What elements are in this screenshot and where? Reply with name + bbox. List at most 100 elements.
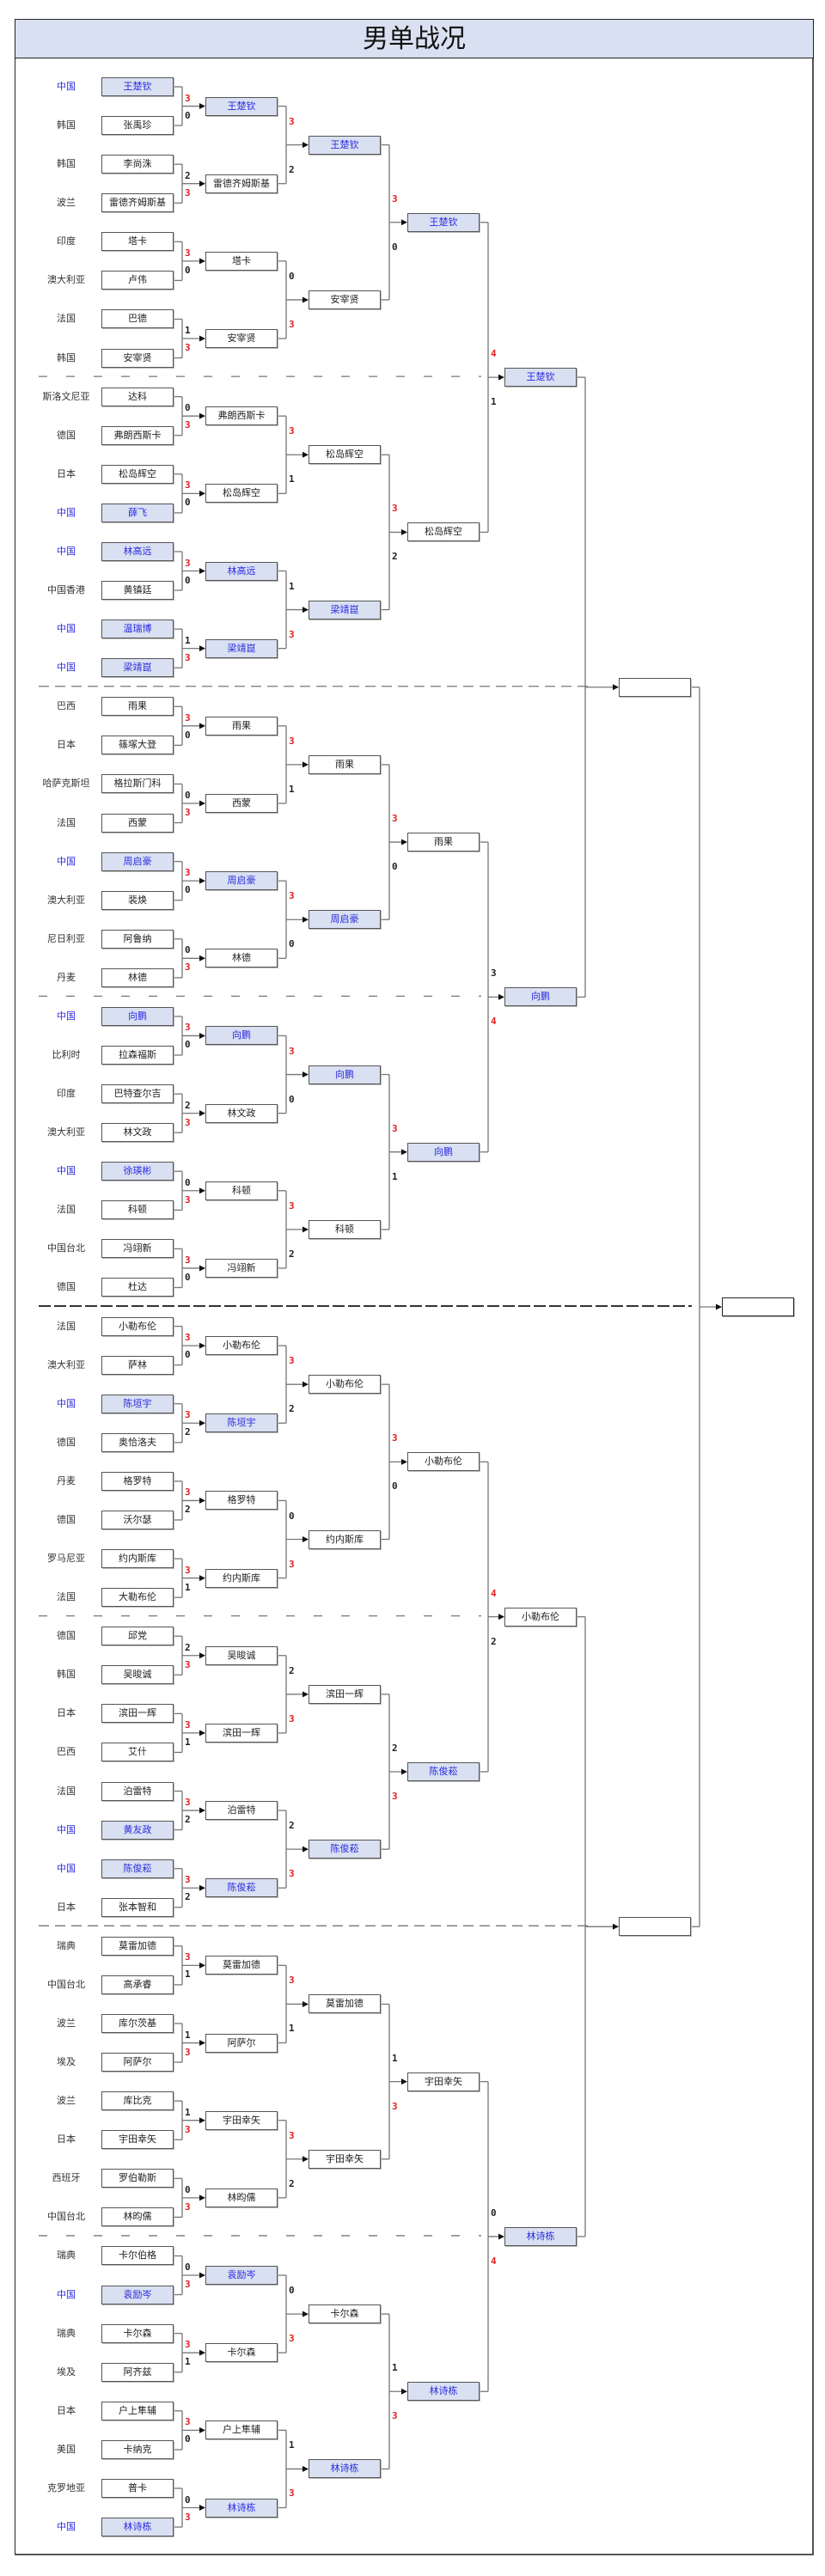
advance-box[interactable]: 周启豪	[205, 871, 278, 891]
advance-box[interactable]: 宇田幸矢	[407, 2072, 480, 2091]
player-box[interactable]: 王楚钦	[101, 77, 174, 96]
advance-box[interactable]: 约内斯库	[309, 1529, 381, 1549]
advance-box[interactable]: 王楚钦	[309, 135, 381, 155]
player-box[interactable]: 雨果	[101, 697, 174, 717]
player-box[interactable]: 罗伯勒斯	[101, 2169, 174, 2188]
advance-box[interactable]: 梁靖崑	[205, 638, 278, 658]
player-box[interactable]: 张本智和	[101, 1897, 174, 1917]
player-box[interactable]: 薛飞	[101, 503, 174, 522]
advance-box[interactable]: 向鹏	[407, 1142, 480, 1162]
advance-box[interactable]: 林诗栋	[205, 2498, 278, 2518]
player-box[interactable]: 格罗特	[101, 1471, 174, 1491]
advance-box[interactable]: 弗朗西斯卡	[205, 406, 278, 426]
player-box[interactable]: 宇田幸矢	[101, 2130, 174, 2150]
player-box[interactable]: 李尚洙	[101, 155, 174, 174]
player-box[interactable]: 裴焕	[101, 890, 174, 910]
player-box[interactable]: 陈俊菘	[101, 1859, 174, 1878]
player-box[interactable]: 滨田一辉	[101, 1704, 174, 1724]
advance-box[interactable]: 向鹏	[205, 1026, 278, 1046]
advance-box[interactable]: 小勒布伦	[205, 1336, 278, 1356]
advance-box[interactable]: 莫雷加德	[309, 1994, 381, 2014]
player-box[interactable]: 小勒布伦	[101, 1316, 174, 1336]
player-box[interactable]: 科顿	[101, 1200, 174, 1220]
advance-box[interactable]: 王楚钦	[504, 368, 577, 388]
advance-box[interactable]: 松岛辉空	[407, 522, 480, 542]
player-box[interactable]: 周启豪	[101, 852, 174, 871]
advance-box[interactable]: 阿萨尔	[205, 2033, 278, 2053]
advance-box[interactable]: 格罗特	[205, 1491, 278, 1511]
advance-box[interactable]: 雨果	[205, 716, 278, 736]
advance-box[interactable]: 陈俊菘	[407, 1761, 480, 1781]
advance-box[interactable]: 林德	[205, 949, 278, 968]
advance-box[interactable]: 安宰贤	[309, 290, 381, 309]
player-box[interactable]: 库尔茨基	[101, 2014, 174, 2033]
advance-box[interactable]: 塔卡	[205, 251, 278, 271]
player-box[interactable]: 奥恰洛夫	[101, 1432, 174, 1452]
player-box[interactable]: 阿鲁纳	[101, 929, 174, 949]
player-box[interactable]: 弗朗西斯卡	[101, 425, 174, 445]
advance-box[interactable]: 冯翊新	[205, 1258, 278, 1278]
player-box[interactable]: 高承睿	[101, 1975, 174, 1994]
advance-box[interactable]: 陈俊菘	[205, 1878, 278, 1898]
advance-box[interactable]: 雨果	[407, 833, 480, 852]
player-box[interactable]: 陈垣宇	[101, 1394, 174, 1413]
advance-box[interactable]: 户上隼辅	[205, 2420, 278, 2440]
player-box[interactable]: 向鹏	[101, 1006, 174, 1026]
player-box[interactable]: 库比克	[101, 2091, 174, 2111]
advance-box[interactable]: 卡尔森	[309, 2304, 381, 2324]
player-box[interactable]: 杜达	[101, 1278, 174, 1297]
player-box[interactable]: 松岛辉空	[101, 464, 174, 484]
advance-box[interactable]: 滨田一辉	[309, 1684, 381, 1704]
advance-box[interactable]: 宇田幸矢	[309, 2149, 381, 2169]
player-box[interactable]: 沃尔瑟	[101, 1510, 174, 1529]
player-box[interactable]: 莫雷加德	[101, 1936, 174, 1956]
player-box[interactable]: 林昀儒	[101, 2207, 174, 2227]
advance-box[interactable]: 安宰贤	[205, 329, 278, 349]
player-box[interactable]: 梁靖崑	[101, 658, 174, 678]
player-box[interactable]: 大勒布伦	[101, 1588, 174, 1608]
player-box[interactable]: 黄友政	[101, 1820, 174, 1840]
advance-box[interactable]: 科顿	[309, 1219, 381, 1239]
advance-box[interactable]: 松岛辉空	[309, 445, 381, 465]
advance-box[interactable]: 泊雷特	[205, 1801, 278, 1821]
advance-box[interactable]: 梁靖崑	[309, 600, 381, 620]
advance-box[interactable]: 向鹏	[504, 987, 577, 1007]
advance-box[interactable]: 西蒙	[205, 793, 278, 813]
advance-box[interactable]: 小勒布伦	[309, 1375, 381, 1395]
advance-box[interactable]: 松岛辉空	[205, 484, 278, 504]
player-box[interactable]: 黄镇廷	[101, 581, 174, 601]
advance-box[interactable]: 小勒布伦	[407, 1452, 480, 1472]
final-box[interactable]	[722, 1297, 794, 1317]
player-box[interactable]: 林文政	[101, 1123, 174, 1143]
advance-box[interactable]: 小勒布伦	[504, 1607, 577, 1627]
advance-box[interactable]: 林文政	[205, 1103, 278, 1123]
advance-box[interactable]: 林昀儒	[205, 2188, 278, 2207]
player-box[interactable]: 达科	[101, 387, 174, 406]
semifinal-box[interactable]	[619, 677, 691, 697]
player-box[interactable]: 约内斯库	[101, 1549, 174, 1569]
player-box[interactable]: 西蒙	[101, 813, 174, 833]
advance-box[interactable]: 宇田幸矢	[205, 2110, 278, 2130]
advance-box[interactable]: 陈垣宇	[205, 1413, 278, 1433]
player-box[interactable]: 巴德	[101, 309, 174, 329]
advance-box[interactable]: 卡尔森	[205, 2343, 278, 2363]
player-box[interactable]: 林德	[101, 968, 174, 987]
player-box[interactable]: 普卡	[101, 2478, 174, 2498]
player-box[interactable]: 温瑞博	[101, 620, 174, 639]
player-box[interactable]: 阿齐兹	[101, 2362, 174, 2382]
player-box[interactable]: 拉森福斯	[101, 1046, 174, 1065]
advance-box[interactable]: 向鹏	[309, 1065, 381, 1084]
player-box[interactable]: 艾什	[101, 1743, 174, 1762]
advance-box[interactable]: 陈俊菘	[309, 1840, 381, 1859]
player-box[interactable]: 塔卡	[101, 232, 174, 252]
advance-box[interactable]: 吴晙诚	[205, 1645, 278, 1665]
advance-box[interactable]: 雷德齐姆斯基	[205, 174, 278, 193]
player-box[interactable]: 卡尔伯格	[101, 2246, 174, 2266]
player-box[interactable]: 篠塚大登	[101, 736, 174, 755]
player-box[interactable]: 格拉斯门科	[101, 774, 174, 794]
advance-box[interactable]: 林诗栋	[504, 2226, 577, 2246]
advance-box[interactable]: 王楚钦	[407, 212, 480, 232]
advance-box[interactable]: 王楚钦	[205, 96, 278, 116]
player-box[interactable]: 张禹珍	[101, 116, 174, 136]
advance-box[interactable]: 莫雷加德	[205, 1956, 278, 1975]
